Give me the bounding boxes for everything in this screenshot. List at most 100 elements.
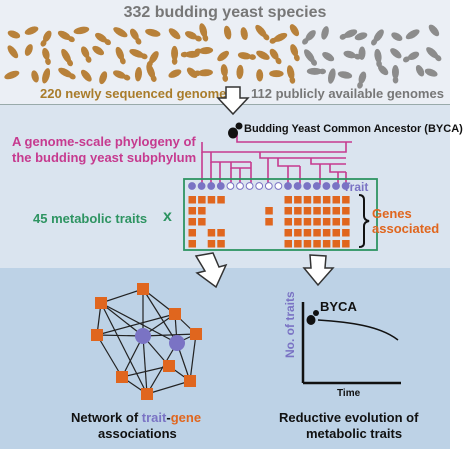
trait-dot — [341, 182, 350, 190]
trait-dot — [284, 182, 292, 190]
trait-dot — [312, 182, 321, 190]
network-caption-line1: Network of trait-gene — [71, 410, 201, 425]
yeast-cell — [223, 25, 232, 40]
yeast-cell — [256, 69, 264, 82]
gene-cell — [342, 229, 350, 237]
gene-cell — [342, 218, 350, 226]
phylogeny-line2: the budding yeast subphylum — [12, 150, 197, 165]
middle-panel — [0, 104, 450, 269]
yeast-cell — [321, 26, 329, 40]
gene-cell — [198, 207, 206, 215]
yeast-cell — [322, 52, 335, 62]
yeast-cell — [193, 69, 213, 77]
trait-gene-matrix-box — [183, 178, 378, 251]
yeast-cell — [171, 45, 179, 65]
yeast-cell — [217, 50, 229, 62]
gene-cell — [342, 196, 350, 204]
gene-cell — [217, 240, 225, 248]
gene-cell — [198, 196, 206, 204]
gene-cell — [322, 207, 331, 215]
gene-cell — [313, 229, 321, 237]
yeast-cell — [236, 64, 244, 80]
trait-dot — [255, 182, 264, 190]
yeast-cell — [7, 45, 19, 59]
yeast-cell — [354, 32, 368, 41]
reductive-caption-line1: Reductive evolution of — [279, 410, 419, 425]
yeast-cell — [129, 49, 148, 60]
yeast-cell — [42, 47, 51, 65]
trait-dot — [207, 182, 216, 190]
gene-cell — [265, 218, 273, 226]
trait-dot — [188, 182, 196, 190]
gene-cell — [294, 240, 302, 248]
trait-dot — [293, 182, 302, 190]
yeast-cell — [58, 67, 76, 80]
yeast-cell — [415, 64, 425, 77]
gene-cell — [294, 207, 302, 215]
down-arrow-left — [194, 252, 228, 289]
trait-dot — [332, 182, 340, 190]
yeast-cell — [199, 23, 209, 42]
gene-cell — [217, 196, 225, 204]
dash-word: - — [166, 410, 171, 425]
gene-cell — [294, 218, 302, 226]
gene-cell — [342, 207, 350, 215]
network-trait-nodes — [135, 328, 185, 351]
yeast-cell — [168, 69, 182, 78]
gene-cell — [284, 229, 292, 237]
gene-cell — [265, 207, 273, 215]
gene-cell — [284, 218, 292, 226]
diagram-overlay: No. of traits — [91, 86, 401, 400]
yeast-cell — [115, 46, 126, 65]
yeast-cell — [186, 67, 198, 78]
yeast-cell — [113, 70, 131, 81]
network-gene-nodes — [91, 283, 202, 400]
gene-word: gene — [170, 410, 202, 425]
yeast-cell — [327, 68, 336, 84]
newly-sequenced-label: 220 newly sequenced genomes — [40, 86, 234, 101]
yeast-cells — [4, 23, 442, 89]
yeast-cell — [129, 28, 142, 45]
trait-dot — [303, 182, 312, 190]
byca-label: Budding Yeast Common Ancestor (BYCA) — [244, 123, 463, 135]
graph-title: BYCA — [320, 299, 357, 314]
network-caption-line2: associations — [98, 426, 177, 441]
yeast-cell — [80, 46, 92, 63]
yeast-cell — [391, 32, 403, 41]
gene-cell — [207, 196, 216, 204]
yeast-cell — [4, 70, 20, 80]
gene-cell — [294, 229, 302, 237]
yeast-cell — [269, 48, 282, 65]
yeast-cell — [255, 24, 270, 41]
gene-cell — [284, 196, 292, 204]
trait-dot — [245, 182, 254, 190]
yeast-cell — [99, 71, 108, 85]
yeast-cell — [61, 48, 73, 67]
gene-cell — [303, 207, 312, 215]
yeast-cell — [57, 30, 75, 43]
yeast-cell — [237, 52, 256, 60]
yeast-cell — [134, 67, 142, 82]
trait-dot — [236, 182, 244, 190]
gene-cell — [294, 196, 302, 204]
yeast-cell — [145, 28, 161, 37]
trait-loss-graph — [301, 302, 401, 385]
phylogeny-line1: A genome-scale phylogeny of — [12, 134, 196, 149]
yeast-cell — [24, 26, 39, 35]
yeast-cell — [358, 46, 366, 60]
times-sign: x — [163, 208, 172, 225]
gene-cell — [284, 240, 292, 248]
trait-dot — [226, 182, 235, 190]
yeast-cell — [146, 63, 157, 82]
gene-cell — [313, 196, 321, 204]
gene-cell — [217, 229, 225, 237]
graph-ylabel: No. of traits — [283, 291, 297, 358]
associated-label: associated — [372, 221, 440, 236]
gene-cell — [284, 207, 292, 215]
yeast-cell — [269, 32, 288, 44]
yeast-cell — [40, 30, 52, 47]
trait-gene-matrix — [188, 182, 350, 248]
yeast-cell — [24, 44, 33, 56]
yeast-cell — [290, 44, 300, 62]
